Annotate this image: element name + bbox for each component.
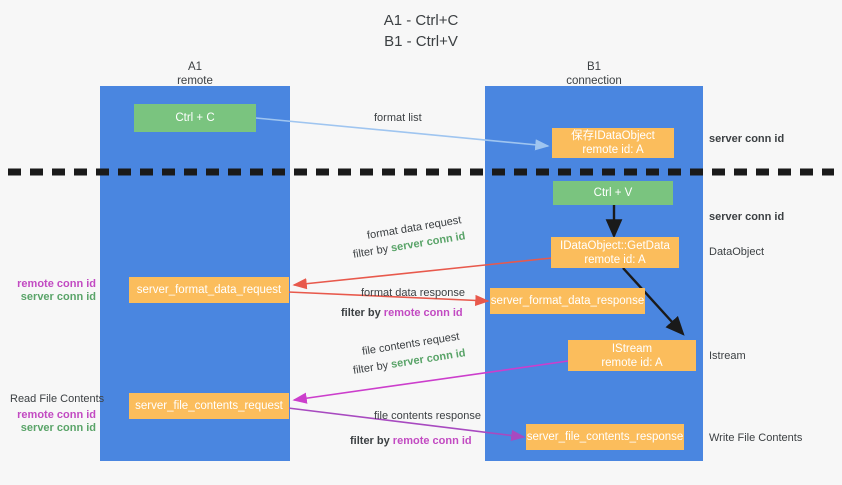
left-conn-group-2: remote conn id server conn id	[0, 409, 96, 435]
arrow-file-contents-request	[292, 360, 569, 404]
side-label-dataobject: DataObject	[709, 246, 765, 258]
left-remote-conn-id-1: remote conn id	[17, 278, 96, 290]
side-label-write-file-contents: Write File Contents	[709, 432, 803, 444]
side-label-read-file-contents: Read File Contents	[10, 393, 105, 405]
arrow-getdata-to-istream	[622, 267, 685, 336]
box-server-format-data-request[interactable]: server_format_data_request	[129, 277, 289, 303]
box-ctrl-c[interactable]: Ctrl + C	[134, 104, 256, 132]
arrow-file-contents-response	[287, 407, 526, 441]
label-format-data-response-filter: filter by remote conn id	[341, 306, 463, 320]
arrow-format-data-request	[292, 257, 553, 290]
label-format-data-response: format data response	[361, 287, 465, 299]
box-istream[interactable]: IStream remote id: A	[568, 340, 696, 371]
box-server-file-contents-request-label: server_file_contents_request	[135, 400, 283, 412]
label-format-list: format list	[374, 112, 422, 124]
title-line-1: A1 - Ctrl+C	[383, 12, 459, 29]
left-server-conn-id-1: server conn id	[20, 291, 96, 303]
box-save-idataobject-line1: 保存IDataObject	[571, 130, 655, 142]
filter-key-remote-conn-id: remote conn id	[383, 307, 463, 319]
lane-header-a1: A1 remote	[100, 60, 290, 88]
side-label-istream: Istream	[709, 350, 746, 362]
lane-b1-sub: connection	[566, 75, 622, 87]
box-server-format-data-response-label: server_format_data_response	[490, 295, 645, 307]
box-server-format-data-response[interactable]: server_format_data_response	[490, 288, 645, 314]
lane-header-b1: B1 connection	[485, 60, 703, 88]
box-ctrl-v-label: Ctrl + V	[593, 187, 633, 199]
label-file-contents-response-filter: filter by remote conn id	[350, 434, 472, 448]
box-server-format-data-request-label: server_format_data_request	[136, 284, 282, 296]
box-server-file-contents-request[interactable]: server_file_contents_request	[129, 393, 289, 419]
box-idataobject-getdata-line1: IDataObject::GetData	[560, 239, 670, 252]
box-istream-line2: remote id: A	[601, 356, 663, 369]
box-server-file-contents-response[interactable]: server_file_contents_response	[526, 424, 684, 450]
lane-a1-name: A1	[187, 61, 203, 73]
arrow-format-data-response	[287, 291, 490, 307]
side-label-server-conn-id-mid: server conn id	[709, 211, 785, 223]
box-save-idataobject-line2: remote id: A	[582, 144, 644, 156]
side-label-server-conn-id-top: server conn id	[709, 133, 785, 145]
box-server-file-contents-response-label: server_file_contents_response	[526, 431, 684, 443]
box-save-idataobject[interactable]: 保存IDataObject remote id: A	[552, 128, 674, 158]
left-server-conn-id-2: server conn id	[20, 422, 96, 434]
title-line-2: B1 - Ctrl+V	[384, 33, 458, 50]
lane-b1-name: B1	[586, 61, 602, 73]
filter-key-remote-conn-id: remote conn id	[392, 435, 472, 447]
box-idataobject-getdata-line2: remote id: A	[584, 253, 646, 266]
arrow-format-list	[255, 117, 550, 151]
lane-a1-sub: remote	[177, 75, 213, 87]
filter-prefix: filter by	[341, 307, 384, 319]
box-ctrl-c-label: Ctrl + C	[175, 112, 215, 124]
page-title: A1 - Ctrl+C B1 - Ctrl+V	[0, 10, 842, 52]
box-idataobject-getdata[interactable]: IDataObject::GetData remote id: A	[551, 237, 679, 268]
label-file-contents-response: file contents response	[374, 410, 482, 422]
box-istream-line1: IStream	[611, 342, 653, 355]
left-conn-group-1: remote conn id server conn id	[0, 278, 96, 304]
box-ctrl-v[interactable]: Ctrl + V	[553, 181, 673, 205]
filter-prefix: filter by	[350, 435, 393, 447]
left-remote-conn-id-2: remote conn id	[17, 409, 96, 421]
